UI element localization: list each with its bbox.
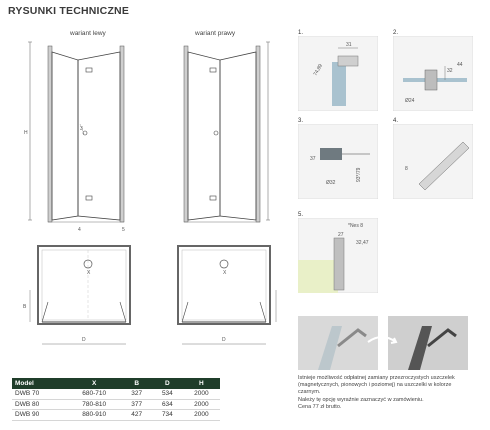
cell-h: 2000 xyxy=(182,389,220,400)
col-h: H xyxy=(182,378,220,389)
svg-text:Ø32: Ø32 xyxy=(326,180,336,186)
cell-d: 634 xyxy=(152,399,183,410)
svg-text:Ø24: Ø24 xyxy=(405,98,415,104)
price-note: Cena 77 zł brutto. xyxy=(298,404,342,410)
svg-text:37: 37 xyxy=(310,156,316,162)
svg-text:X: X xyxy=(87,270,91,276)
detail-3-drawing: 37 Ø32 93*/79 xyxy=(298,124,378,199)
detail-2-drawing: 32 44 Ø24 xyxy=(393,36,473,111)
table-row: DWB 90 880-910 427 734 2000 xyxy=(12,409,220,421)
detail-4-label: 4. xyxy=(393,118,399,124)
col-b: B xyxy=(121,378,153,389)
cell-h: 2000 xyxy=(182,399,220,410)
col-d: D xyxy=(152,378,183,389)
left-variant-door: H 4 5 3 xyxy=(24,41,125,233)
svg-text:D: D xyxy=(82,337,86,343)
order-note: Należy tę opcję wyraźnie zaznaczyć w zam… xyxy=(298,397,424,403)
detail-1-drawing: 31 74,89 xyxy=(298,36,378,111)
variant-right-label: wariant prawy xyxy=(195,30,236,37)
svg-text:8: 8 xyxy=(405,166,408,172)
front-elevation-drawings: H 4 5 3 xyxy=(24,41,270,233)
svg-text:31: 31 xyxy=(346,42,352,48)
table-header-row: Model X B D H xyxy=(12,378,220,389)
col-x: X xyxy=(66,378,122,389)
cell-b: 377 xyxy=(121,399,153,410)
svg-text:74,89: 74,89 xyxy=(313,63,325,77)
svg-text:32,47: 32,47 xyxy=(356,240,369,246)
table-row: DWB 70 680-710 327 534 2000 xyxy=(12,389,220,400)
svg-text:5: 5 xyxy=(122,227,125,233)
cell-model: DWB 80 xyxy=(12,399,67,410)
variant-left-label: wariant lewy xyxy=(70,30,106,37)
cell-h: 2000 xyxy=(182,409,220,421)
svg-text:B: B xyxy=(23,304,27,310)
svg-text:27: 27 xyxy=(338,232,344,238)
detail-1-label: 1. xyxy=(298,30,304,36)
svg-text:3: 3 xyxy=(80,126,83,132)
right-variant-door xyxy=(183,41,270,223)
page-title: RYSUNKI TECHNICZNE xyxy=(8,5,130,17)
detail-5-drawing: *Nes 8 27 32,47 xyxy=(298,218,378,293)
svg-text:X: X xyxy=(223,270,227,276)
cell-x: 680-710 xyxy=(66,389,122,400)
svg-text:D: D xyxy=(222,337,226,343)
cell-x: 780-810 xyxy=(66,399,122,410)
cell-d: 534 xyxy=(152,389,183,400)
detail-4-drawing: 8 xyxy=(393,124,473,199)
left-plan: X B D xyxy=(23,245,131,345)
detail-5-label: 5. xyxy=(298,212,304,218)
svg-text:4: 4 xyxy=(78,227,81,233)
cell-model: DWB 70 xyxy=(12,389,67,400)
right-plan: X D xyxy=(177,245,277,345)
svg-text:44: 44 xyxy=(457,62,463,68)
cell-x: 880-910 xyxy=(66,409,122,421)
svg-text:93*/79: 93*/79 xyxy=(356,167,362,182)
dimensions-table: Model X B D H DWB 70 680-710 327 534 200… xyxy=(12,378,220,421)
cell-model: DWB 90 xyxy=(12,409,67,421)
svg-text:H: H xyxy=(24,130,28,136)
cell-d: 734 xyxy=(152,409,183,421)
table-row: DWB 80 780-810 377 634 2000 xyxy=(12,399,220,410)
seal-note: Istnieje możliwość odpłatnej zamiany prz… xyxy=(298,375,455,395)
cell-b: 327 xyxy=(121,389,153,400)
svg-text:*Nes 8: *Nes 8 xyxy=(348,223,363,229)
detail-2-label: 2. xyxy=(393,30,399,36)
seal-photos xyxy=(298,316,468,370)
detail-3-label: 3. xyxy=(298,118,304,124)
plan-view-drawings: X B D X D xyxy=(23,245,277,345)
cell-b: 427 xyxy=(121,409,153,421)
col-model: Model xyxy=(12,378,67,389)
svg-text:32: 32 xyxy=(447,68,453,74)
